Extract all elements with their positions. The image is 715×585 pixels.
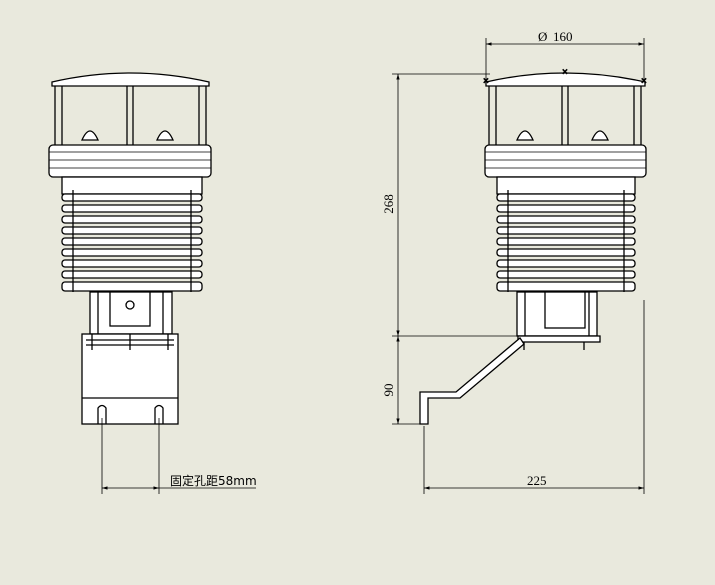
front-transducer-left [80,130,100,141]
front-radiation-fins [61,193,203,292]
side-mount-plate [517,335,601,343]
front-transducer-right [155,130,175,141]
side-bracket-arm [419,337,525,425]
side-view [419,72,647,425]
svg-text:×: × [562,67,568,78]
dim-width: 225 [423,300,645,494]
side-transducer-left [515,130,535,141]
side-body-ring [484,144,647,178]
dim-hole-spacing: 固定孔距58mm [101,418,257,494]
side-transducer-right [590,130,610,141]
diameter-label: 160 [553,29,573,44]
side-radiation-fins [496,193,636,292]
front-view [48,72,212,425]
height-bracket-label: 90 [381,384,396,397]
svg-text:×: × [483,76,489,87]
svg-text:×: × [641,76,647,87]
diameter-symbol: Ø [538,29,547,44]
hole-spacing-label: 固定孔距58mm [170,473,257,488]
dim-heights: 268 90 [381,73,520,425]
side-top-cap [485,72,646,87]
front-top-cap [51,72,210,87]
height-body-label: 268 [381,194,396,214]
dim-diameter: Ø 160 × × × [483,29,648,87]
front-bolt-icon [125,300,135,310]
front-body-ring [48,144,212,178]
width-label: 225 [527,473,547,488]
